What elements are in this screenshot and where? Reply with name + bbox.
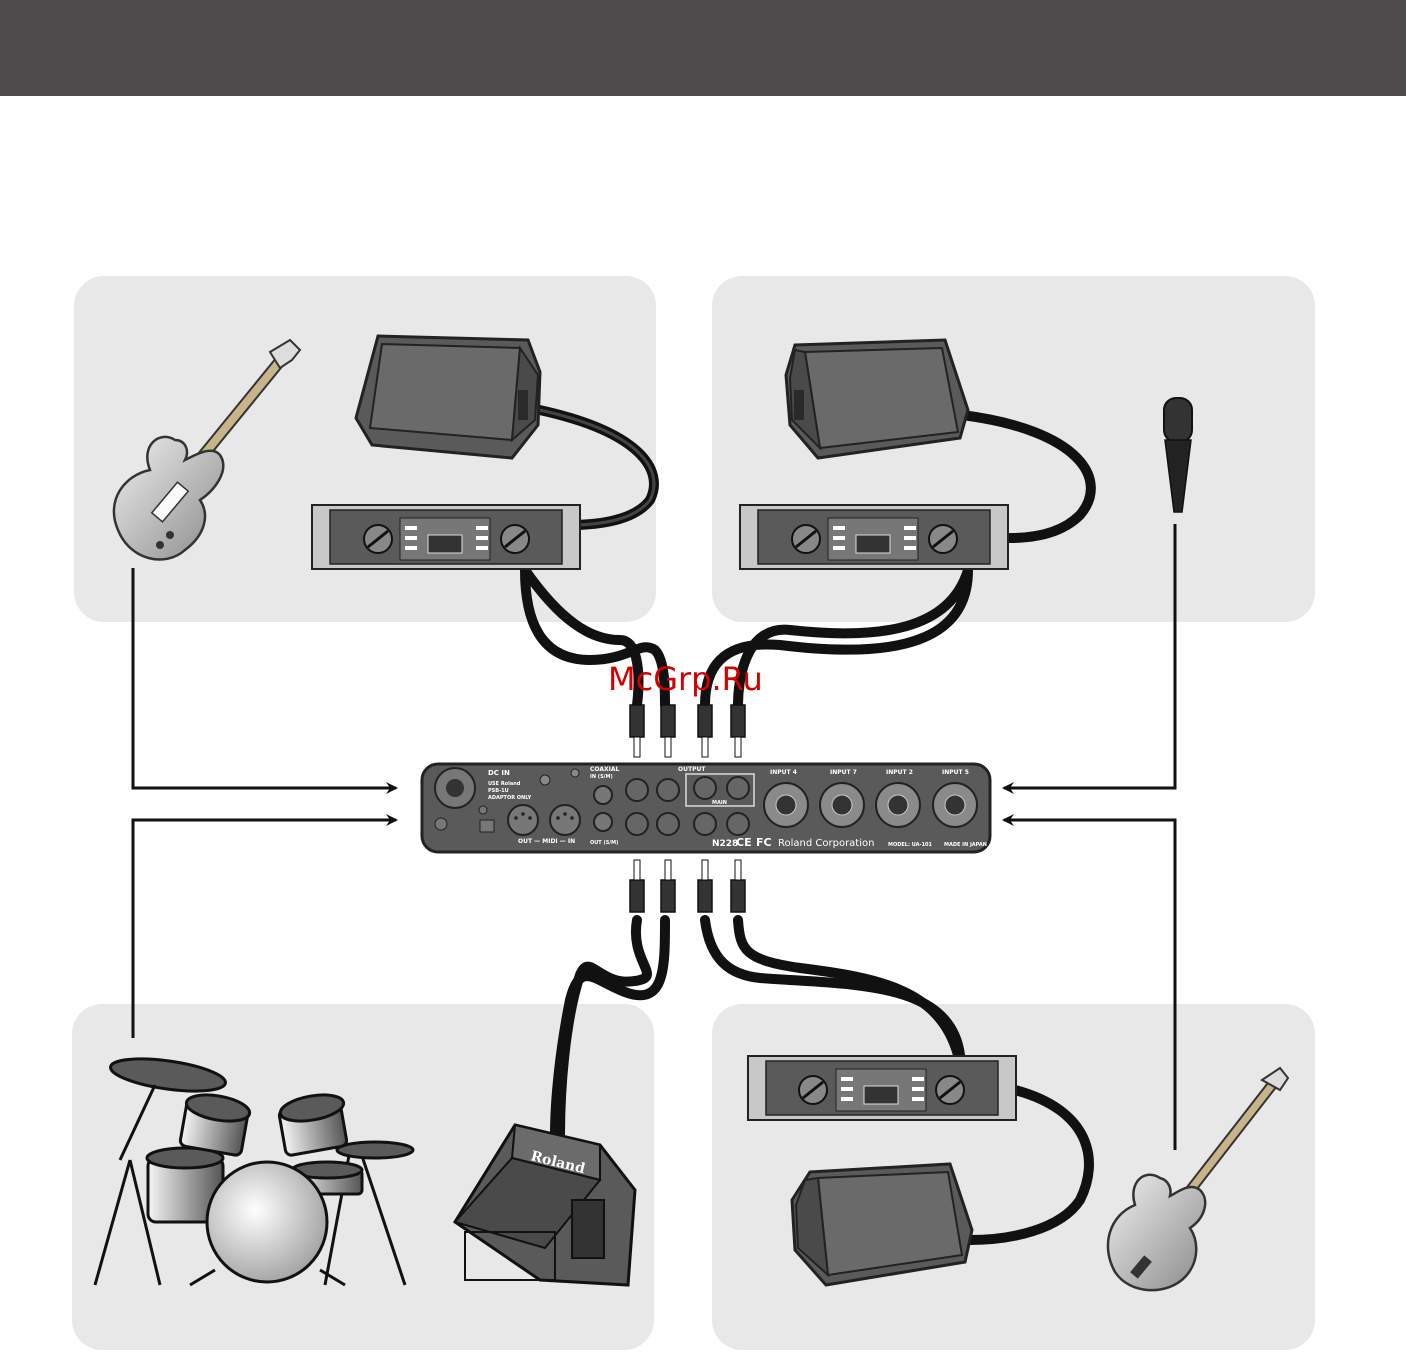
svg-text:USE Roland: USE Roland (488, 781, 521, 787)
svg-text:FC: FC (756, 836, 772, 849)
svg-text:CE: CE (736, 836, 752, 849)
dc-in-label: DC IN (488, 769, 510, 777)
svg-text:IN (S/M): IN (S/M) (590, 774, 613, 780)
watermark-text: McGrp.Ru (608, 660, 763, 698)
panel-top-right (712, 276, 1315, 622)
audio-interface-icon: DC IN USE Roland PSB-1U ADAPTOR ONLY OUT… (422, 764, 990, 852)
svg-text:INPUT 2: INPUT 2 (886, 769, 913, 776)
power-amplifier-icon (312, 505, 580, 569)
svg-text:ADAPTOR ONLY: ADAPTOR ONLY (488, 795, 532, 801)
corporation-label: Roland Corporation (778, 838, 874, 849)
main-output-label: MAIN (712, 800, 727, 806)
svg-text:MODEL: UA-101: MODEL: UA-101 (888, 842, 933, 848)
stage-monitor-icon (356, 336, 540, 458)
svg-text:OUT (S/M): OUT (S/M) (590, 840, 618, 846)
svg-text:MADE IN JAPAN: MADE IN JAPAN (944, 842, 987, 848)
power-amplifier-icon (740, 505, 1008, 569)
midi-label: OUT — MIDI — IN (518, 838, 575, 845)
power-amplifier-icon (748, 1056, 1016, 1120)
svg-text:INPUT 7: INPUT 7 (830, 769, 857, 776)
svg-text:PSB-1U: PSB-1U (488, 788, 509, 794)
svg-text:OUTPUT: OUTPUT (678, 766, 706, 773)
model-code: N228 (712, 839, 738, 849)
svg-text:COAXIAL: COAXIAL (590, 766, 619, 773)
svg-text:INPUT 4: INPUT 4 (770, 769, 797, 776)
svg-text:INPUT 5: INPUT 5 (942, 769, 969, 776)
stage-monitor-icon (786, 340, 968, 458)
